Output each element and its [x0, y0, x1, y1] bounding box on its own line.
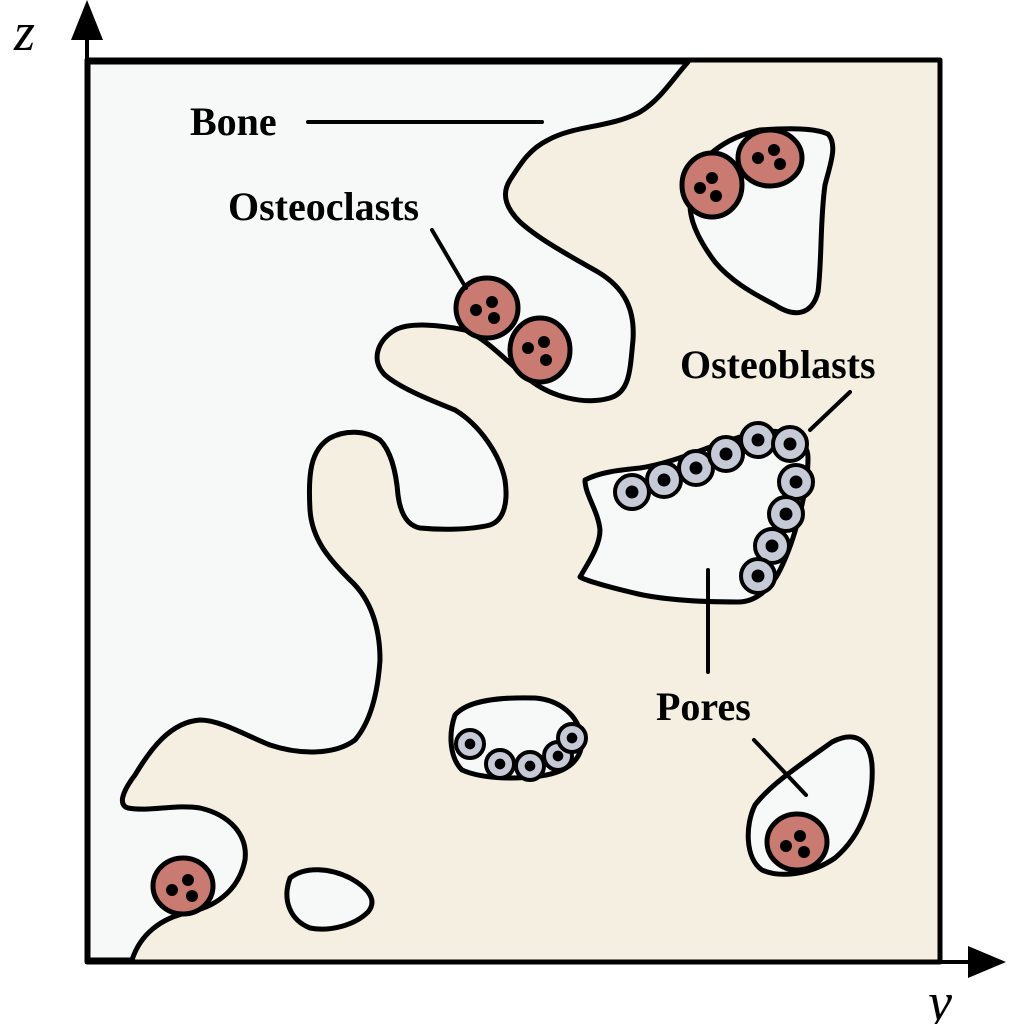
osteoblast-cell-nucleus: [789, 475, 803, 489]
osteoclasts-leader-line: [430, 228, 468, 290]
osteoblast-lining-small-pore: [454, 722, 588, 782]
osteoclasts-label: Osteoclasts: [228, 184, 419, 229]
osteoblasts-label: Osteoblasts: [680, 342, 876, 387]
pores-label: Pores: [656, 684, 751, 729]
osteoblast-cell-nucleus: [524, 760, 536, 772]
osteoblast-cell-nucleus: [719, 447, 733, 461]
osteoclast-top-right-1: [679, 150, 745, 220]
osteoclast-center-1: [453, 275, 521, 341]
osteoclast-bottom-right: [764, 811, 830, 873]
osteoblast-cell-nucleus: [689, 461, 703, 475]
pores-leader-line-down: [752, 738, 808, 797]
osteoclast-center-2: [507, 315, 573, 385]
osteoblast-cell-nucleus: [464, 738, 476, 750]
osteoblast-cell-nucleus: [566, 732, 578, 744]
osteoblast-cell-nucleus: [494, 758, 506, 770]
y-axis-arrowhead: [968, 946, 1006, 978]
osteoblast-cell-nucleus: [751, 433, 765, 447]
osteoblast-cell-nucleus: [657, 473, 671, 487]
osteoblast-cell-nucleus: [552, 750, 564, 762]
y-axis-label: y: [923, 972, 952, 1024]
z-axis-label: z: [13, 2, 35, 62]
osteoblasts-leader-line: [808, 390, 852, 432]
osteoblast-cell-nucleus: [783, 437, 797, 451]
osteoblast-lining-center-right: [613, 421, 815, 595]
z-axis-arrowhead: [71, 0, 103, 40]
osteoblast-cell-nucleus: [751, 569, 765, 583]
osteoblast-cell-nucleus: [765, 539, 779, 553]
osteoblast-cell-nucleus: [625, 485, 639, 499]
pore-bottom-small: [284, 867, 375, 932]
bone-label: Bone: [190, 99, 277, 144]
osteoclast-bottom-left: [150, 855, 216, 917]
osteoclast-top-right-2: [735, 127, 805, 189]
marrow-cavity: [85, 59, 691, 963]
osteoblast-cell-nucleus: [779, 507, 793, 521]
